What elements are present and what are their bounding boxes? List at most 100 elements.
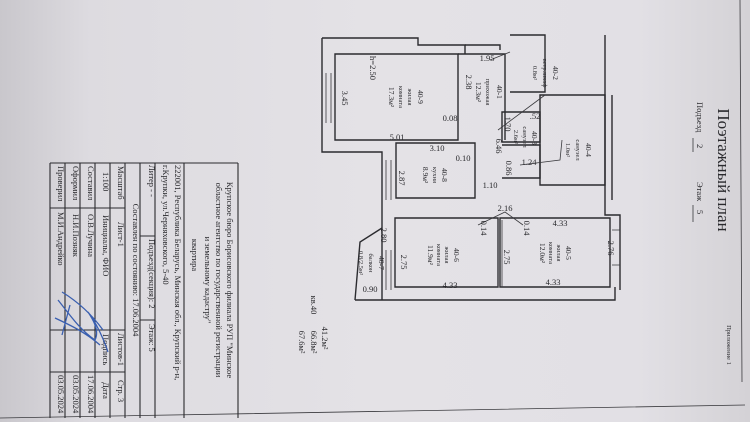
svg-text:кв.40: кв.40 [309,296,319,315]
svg-text:жилая: жилая [443,245,450,263]
svg-text:Масштаб: Масштаб [116,166,126,200]
table-row: 1:100 Инициалы, ФИО Подпись Дата [101,172,111,399]
svg-text:17.3м²: 17.3м² [387,87,396,108]
svg-text:8.9м²: 8.9м² [421,167,430,184]
svg-text:Н.И.Позняк: Н.И.Позняк [71,214,81,258]
svg-text:Оформил: Оформил [71,166,81,201]
floor-label: Этаж [695,182,705,201]
org-line-3: и земельному кадастру" [203,237,213,324]
table-row: Масштаб Лист-1 Листов-1 Стр. 3 [116,166,126,402]
svg-text:1.0м²: 1.0м² [564,143,571,157]
svg-text:66.8м²: 66.8м² [309,331,319,354]
svg-text:4.33: 4.33 [443,280,458,290]
room-label-40-9: 40-9 жилая комната 17.3м² [387,86,425,108]
signature-scribble [54,291,109,353]
svg-text:Дата: Дата [101,382,111,399]
svg-text:1.95: 1.95 [480,53,495,63]
svg-text:40-4: 40-4 [584,143,593,157]
svg-text:0.14: 0.14 [522,221,532,237]
table-row: Составил О.В.Лучина 17.06.2004 [86,166,96,414]
svg-text:2.76: 2.76 [606,241,616,256]
svg-text:3.45: 3.45 [340,91,350,106]
svg-text:жилая: жилая [406,87,413,105]
appendix-label: Приложение 1 [725,325,732,365]
address-line-2: г.Крупки, ул.Черняховского, 5-40 [161,165,171,285]
svg-text:40-5: 40-5 [564,246,573,260]
svg-text:12.0м²: 12.0м² [538,243,547,264]
svg-text:1.70: 1.70 [503,117,513,132]
svg-text:40-7: 40-7 [377,256,386,270]
svg-text:0.8/2.5м²: 0.8/2.5м² [357,251,364,275]
svg-text:О.В.Лучина: О.В.Лучина [86,214,96,257]
as-of-date: Составлен по состоянию: 17.06.2004 [131,204,141,338]
svg-text:Листов-1: Листов-1 [116,333,126,366]
svg-text:67.6м²: 67.6м² [297,331,307,354]
svg-text:Подпись: Подпись [101,334,111,365]
svg-text:М.И.Андрейко: М.И.Андрейко [56,212,66,265]
svg-text:Инициалы, ФИО: Инициалы, ФИО [101,215,111,276]
svg-text:40-8: 40-8 [440,168,449,182]
room-label-40-3: 40-3 санузел 2.6м² [512,126,539,148]
room-label-40-4: 40-4 санузел 1.0м² [564,139,593,161]
svg-text:санузел: санузел [574,139,581,161]
svg-text:40-6: 40-6 [452,248,461,262]
svg-text:12.3м²: 12.3м² [474,82,483,103]
svg-text:балкон: балкон [367,253,374,273]
svg-text:комната: комната [435,244,442,266]
svg-text:40-2: 40-2 [551,66,560,80]
svg-text:1.24: 1.24 [522,157,538,167]
svg-text:комната: комната [547,242,554,264]
title-block-table: Крупское бюро Борисовского филиала РУП "… [49,162,239,418]
svg-text:кухня: кухня [431,167,438,183]
room-label-40-5: 40-5 жилая комната 12.0м² [538,242,573,264]
entrance-value: 2 [695,144,705,148]
svg-text:5.01: 5.01 [390,132,405,142]
room-label-40-6: 40-6 жилая комната 11.9м² [426,244,461,266]
floor-cell: Этаж: 5 [147,324,157,352]
svg-text:Проверил: Проверил [56,166,66,202]
svg-text:Лист-1: Лист-1 [116,222,126,247]
svg-text:жилая: жилая [555,243,562,261]
svg-text:комната: комната [397,86,404,108]
svg-text:0.10: 0.10 [456,153,471,163]
svg-text:2.16: 2.16 [498,203,513,213]
svg-text:прихожая: прихожая [484,79,491,106]
svg-text:2.87: 2.87 [397,171,407,186]
svg-text:1:100: 1:100 [101,172,111,191]
svg-text:4.33: 4.33 [553,218,568,228]
object-type: квартира [190,239,200,271]
svg-text:1.10: 1.10 [483,180,498,190]
svg-text:41.2м²: 41.2м² [320,327,330,350]
svg-text:санузел: санузел [521,126,528,148]
svg-text:2.75: 2.75 [502,250,512,265]
svg-text:40-1: 40-1 [495,85,504,99]
svg-text:Стр. 3: Стр. 3 [116,380,126,402]
svg-text:0.8м²: 0.8м² [531,66,538,80]
entrance-floor-line: Подъезд 2 Этаж 5 [692,102,705,222]
floor-plan-walls [321,34,621,301]
plan-dimensions: h=2.50 3.45 2.38 0.08 5.01 1.95 3.10 0.1… [340,53,616,294]
org-line-2: областное агентство по государственной р… [214,183,224,378]
room-label-40-7: 40-7 балкон 0.8/2.5м² [357,251,386,275]
entrance-label: Подъезд [695,102,705,133]
liter: Литер - - [147,165,157,197]
floor-value: 5 [695,210,705,214]
entrance-section: Подъезд(секция): 2 [147,239,157,308]
svg-text:0.86: 0.86 [504,161,514,176]
svg-text:03.05.2024: 03.05.2024 [71,375,81,414]
svg-text:0.14: 0.14 [479,221,489,237]
address-line-1: 222001, Республика Беларусь, Минская обл… [173,165,183,380]
area-totals: 41.2м² кв.40 66.8м² 67.6м² [297,296,330,354]
svg-text:03.05.2024: 03.05.2024 [56,375,66,414]
svg-text:0.90: 0.90 [363,284,378,294]
svg-text:Составил: Составил [86,166,96,201]
svg-text:40-9: 40-9 [416,90,425,104]
room-label-40-2: 40-2 встр.шкаф 0.8м² [531,59,560,88]
svg-text:2.80: 2.80 [379,228,389,243]
svg-text:встр.шкаф: встр.шкаф [541,59,548,88]
svg-text:40-3: 40-3 [530,131,539,145]
svg-text:2.6м²: 2.6м² [512,130,519,144]
